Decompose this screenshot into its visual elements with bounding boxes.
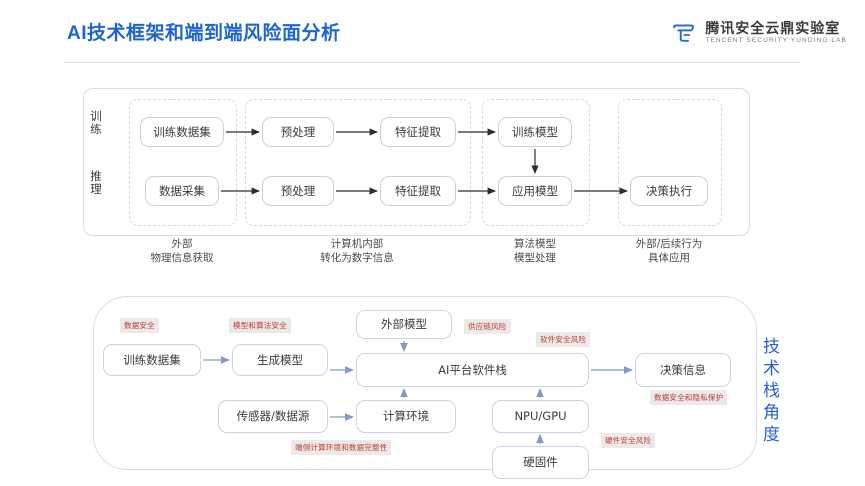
pipeline-container (83, 88, 750, 236)
stack-node-decision-info[interactable]: 决策信息 (635, 353, 731, 387)
brand-name-cn: 腾讯安全云鼎实验室 (705, 20, 841, 37)
tencent-cloud-logo-icon (673, 24, 695, 42)
node-decision-exec[interactable]: 决策执行 (630, 176, 708, 206)
pipeline-row-label-infer: 推理 (90, 169, 102, 197)
pipeline-caption-external: 外部 物理信息获取 (150, 238, 214, 265)
header-divider (63, 62, 800, 63)
pipeline-group-model (482, 99, 590, 226)
stack-side-title: 技术栈角度 (759, 337, 779, 447)
pipeline-group-computer (245, 99, 471, 226)
pipeline-row-label-train: 训练 (90, 109, 102, 137)
brand-logo: 腾讯安全云鼎实验室 TENCENT SECURITY YUNDING LAB (671, 20, 847, 46)
pipeline-group-external (129, 99, 237, 226)
node-data-collect[interactable]: 数据采集 (145, 176, 219, 206)
node-preprocess-train[interactable]: 预处理 (262, 117, 334, 147)
tag-data-security: 数据安全 (120, 318, 159, 333)
tag-data-privacy-protection: 数据安全和隐私保护 (650, 390, 728, 405)
tag-software-security-risk: 软件安全风险 (536, 332, 591, 347)
page-title: AI技术框架和端到端风险面分析 (67, 23, 341, 44)
stack-node-sensor-source[interactable]: 传感器/数据源 (218, 400, 328, 433)
stack-node-firmware[interactable]: 硬固件 (492, 446, 589, 479)
node-feature-extract-infer[interactable]: 特征提取 (380, 176, 456, 206)
node-train-model[interactable]: 训练模型 (498, 117, 572, 147)
pipeline-caption-model: 算法模型 模型处理 (514, 238, 556, 265)
stack-node-external-model[interactable]: 外部模型 (356, 310, 452, 339)
tag-hardware-security-risk: 硬件安全风险 (601, 433, 656, 448)
brand-text: 腾讯安全云鼎实验室 TENCENT SECURITY YUNDING LAB (705, 21, 847, 45)
tag-supply-chain-risk: 供应链风险 (464, 319, 511, 334)
stack-node-gen-model[interactable]: 生成模型 (232, 344, 328, 376)
node-train-dataset[interactable]: 训练数据集 (140, 117, 224, 147)
node-apply-model[interactable]: 应用模型 (498, 176, 572, 206)
stack-node-npu-gpu[interactable]: NPU/GPU (492, 400, 589, 433)
pipeline-caption-application: 外部/后续行为 具体应用 (635, 238, 703, 265)
stack-node-train-dataset[interactable]: 训练数据集 (103, 344, 201, 376)
stack-node-compute-env[interactable]: 计算环境 (356, 400, 456, 433)
tag-model-algo-security: 模型和算法安全 (229, 318, 291, 333)
brand-name-en: TENCENT SECURITY YUNDING LAB (705, 37, 847, 45)
stack-node-ai-platform-stack[interactable]: AI平台软件栈 (356, 353, 589, 387)
pipeline-caption-computer: 计算机内部 转化为数字信息 (320, 238, 394, 265)
pipeline-group-application (618, 99, 722, 226)
node-preprocess-infer[interactable]: 预处理 (262, 176, 334, 206)
node-feature-extract-train[interactable]: 特征提取 (380, 117, 456, 147)
tag-device-compute-integrity: 端侧计算环境和数据完整性 (291, 440, 392, 455)
